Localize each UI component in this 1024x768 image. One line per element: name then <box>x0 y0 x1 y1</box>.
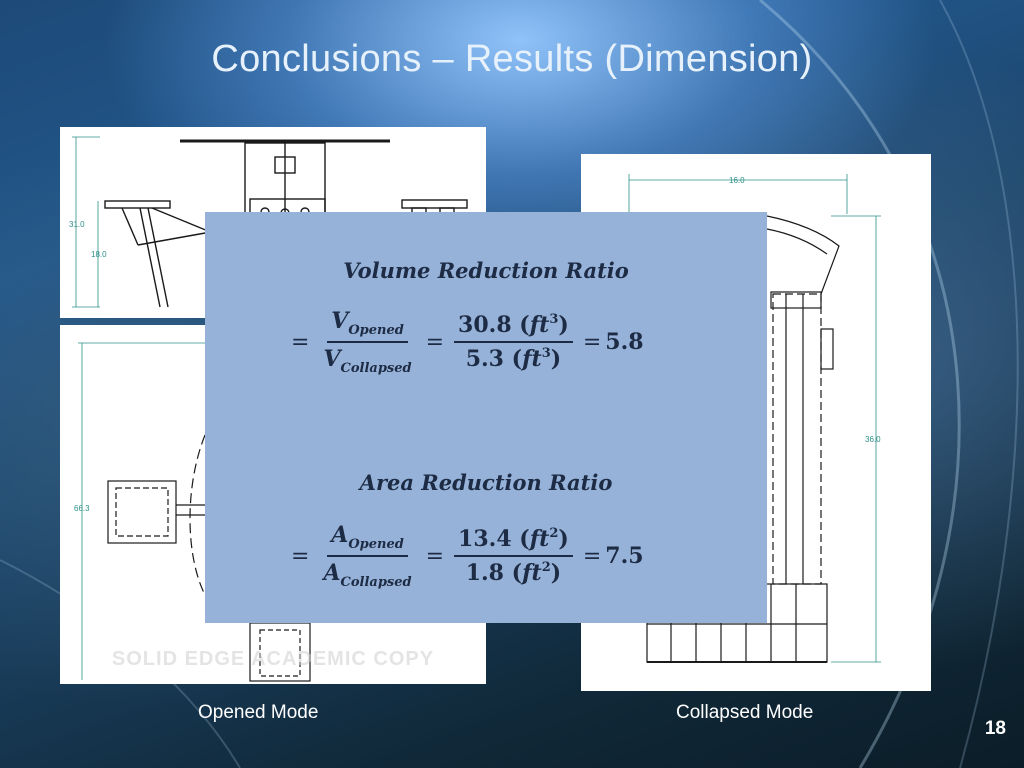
area-unit-exponent: 2 <box>549 526 559 541</box>
dimension-label: 66.3 <box>74 504 90 513</box>
slide-title: Conclusions – Results (Dimension) <box>211 38 813 80</box>
reduction-ratio-formula-box: Volume Reduction Ratio = VOpened VCollap… <box>205 212 767 623</box>
area-reduction-result: 7.5 <box>605 543 644 569</box>
volume-unit: ft <box>529 312 550 338</box>
volume-reduction-equation: = VOpened VCollapsed = 30.8 (ft3) 5.3 (f… <box>291 308 644 376</box>
dimension-label: 36.0 <box>865 435 881 444</box>
volume-collapsed-subscript: Collapsed <box>340 361 412 376</box>
volume-reduction-result: 5.8 <box>605 329 644 355</box>
collapsed-mode-caption: Collapsed Mode <box>676 702 814 723</box>
area-collapsed-value: 1.8 <box>465 560 504 586</box>
volume-reduction-heading: Volume Reduction Ratio <box>343 258 629 283</box>
area-ratio-fraction: AOpened ACollapsed <box>319 522 415 590</box>
equals-sign: = <box>291 329 310 355</box>
volume-collapsed-value: 5.3 <box>465 346 504 372</box>
equals-sign: = <box>291 543 310 569</box>
area-collapsed-var: A <box>323 560 341 586</box>
volume-unit: ft <box>522 346 542 372</box>
area-unit-exponent: 2 <box>541 560 551 575</box>
area-reduction-equation: = AOpened ACollapsed = 13.4 (ft2) 1.8 (f… <box>291 522 644 590</box>
area-opened-subscript: Opened <box>348 537 404 552</box>
volume-collapsed-var: V <box>323 346 341 372</box>
volume-opened-subscript: Opened <box>348 323 404 338</box>
area-unit: ft <box>522 560 542 586</box>
area-opened-value: 13.4 <box>458 526 512 552</box>
opened-mode-caption: Opened Mode <box>198 702 319 723</box>
dimension-label: 31.0 <box>69 220 85 229</box>
slide-page-number: 18 <box>984 718 1006 739</box>
area-value-fraction: 13.4 (ft2) 1.8 (ft2) <box>454 526 573 586</box>
volume-unit-exponent: 3 <box>549 312 559 327</box>
dimension-label: 18.0 <box>91 250 107 259</box>
area-opened-var: A <box>331 522 349 548</box>
volume-unit-exponent: 3 <box>541 346 551 361</box>
volume-opened-var: V <box>331 308 349 334</box>
area-unit: ft <box>529 526 550 552</box>
area-reduction-heading: Area Reduction Ratio <box>359 470 613 495</box>
volume-value-fraction: 30.8 (ft3) 5.3 (ft3) <box>454 312 573 372</box>
dimension-label: 16.0 <box>729 176 745 185</box>
volume-ratio-fraction: VOpened VCollapsed <box>319 308 415 376</box>
volume-opened-value: 30.8 <box>458 312 512 338</box>
area-collapsed-subscript: Collapsed <box>340 575 412 590</box>
watermark-text: SOLID EDGE ACADEMIC COPY <box>111 648 435 670</box>
